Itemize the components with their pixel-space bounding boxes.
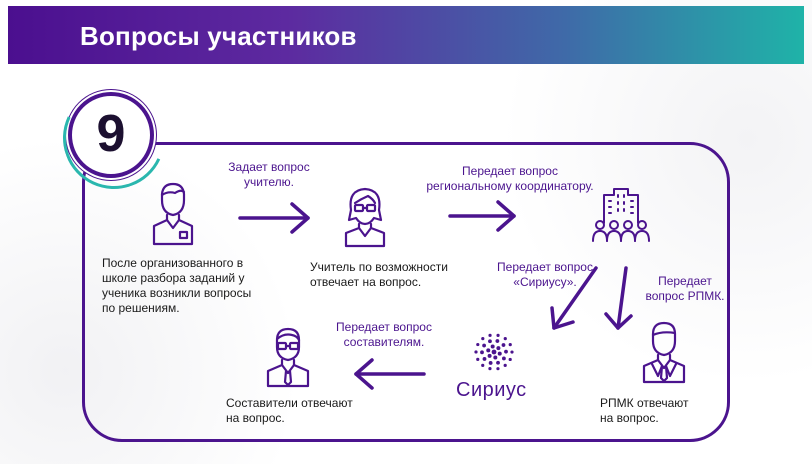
arrow-label-to-rpmk: Передает вопрос РПМК. (645, 274, 725, 303)
sirius-logo-dot (503, 363, 507, 367)
sirius-logo-dot (510, 350, 514, 354)
arrow-coordinator-to-sirius (550, 266, 598, 330)
sirius-logo-dot (476, 342, 480, 347)
teacher-glasses-icon (342, 186, 388, 248)
sirius-logo-dot (481, 363, 485, 367)
sirius-logo-dot (476, 357, 480, 361)
page-title: Вопросы участников (80, 21, 357, 51)
sirius-logo-dot (496, 333, 500, 337)
sirius-logo-dot (481, 337, 485, 341)
sirius-logo-dot (504, 349, 508, 354)
sirius-logo-dot (488, 361, 493, 365)
person-icon (150, 180, 196, 246)
arrow-label-to-sirius: Передает вопрос «Сириусу». (497, 260, 593, 289)
sirius-dots-logo (466, 330, 522, 376)
sirius-logo-dot (474, 350, 478, 354)
sirius-logo-dot (508, 357, 512, 362)
step-number: 9 (96, 105, 126, 163)
sirius-logo-dot (488, 339, 492, 344)
arrow-label-to-authors: Передает вопрос составителям. (336, 320, 432, 349)
sirius-logo-dot (496, 367, 500, 371)
sirius-logo-dot (501, 343, 506, 347)
arrow-coordinator-to-rpmk (604, 266, 633, 330)
step-student-text: После организованного в школе разбора за… (102, 256, 252, 315)
sirius-logo-dot (482, 357, 487, 361)
man-glasses-icon (264, 326, 312, 388)
sirius-logo-dot (487, 353, 492, 358)
sirius-logo-dot (490, 344, 495, 349)
sirius-logo-dot (495, 339, 500, 343)
header-banner: Вопросы участников (8, 6, 804, 64)
step-authors-text: Составители отвечают на вопрос. (226, 396, 353, 425)
sirius-logo-text: Сириус (456, 379, 527, 401)
sirius-logo-dot (496, 346, 501, 351)
process-frame (82, 142, 730, 442)
sirius-logo-dot (503, 337, 507, 341)
sirius-logo-dot (497, 351, 502, 356)
sirius-logo-dot (496, 360, 500, 365)
building-people-icon (590, 185, 652, 243)
arrow-sirius-to-authors (354, 358, 426, 390)
arrow-teacher-to-coordinator (448, 200, 516, 232)
sirius-logo-dot (508, 343, 512, 347)
arrow-label-to-coordinator: Передает вопрос региональному координато… (426, 164, 594, 193)
sirius-logo-dot (486, 348, 491, 353)
step-teacher-text: Учитель по возможности отвечает на вопро… (310, 260, 448, 289)
businessman-icon (640, 320, 688, 384)
sirius-logo-dot (488, 367, 492, 371)
sirius-logo-dot (482, 343, 486, 348)
sirius-logo-dot (493, 355, 498, 360)
sirius-logo-dot (502, 356, 506, 361)
sirius-logo-dot (491, 349, 497, 355)
sirius-logo-dot (480, 350, 484, 355)
arrow-label-ask-teacher: Задает вопрос учителю. (228, 160, 310, 189)
arrow-student-to-teacher (238, 202, 310, 234)
step-number-badge: 9 (68, 92, 154, 178)
sirius-logo-dot (488, 333, 492, 337)
step-rpmk-text: РПМК отвечают на вопрос. (600, 396, 689, 425)
